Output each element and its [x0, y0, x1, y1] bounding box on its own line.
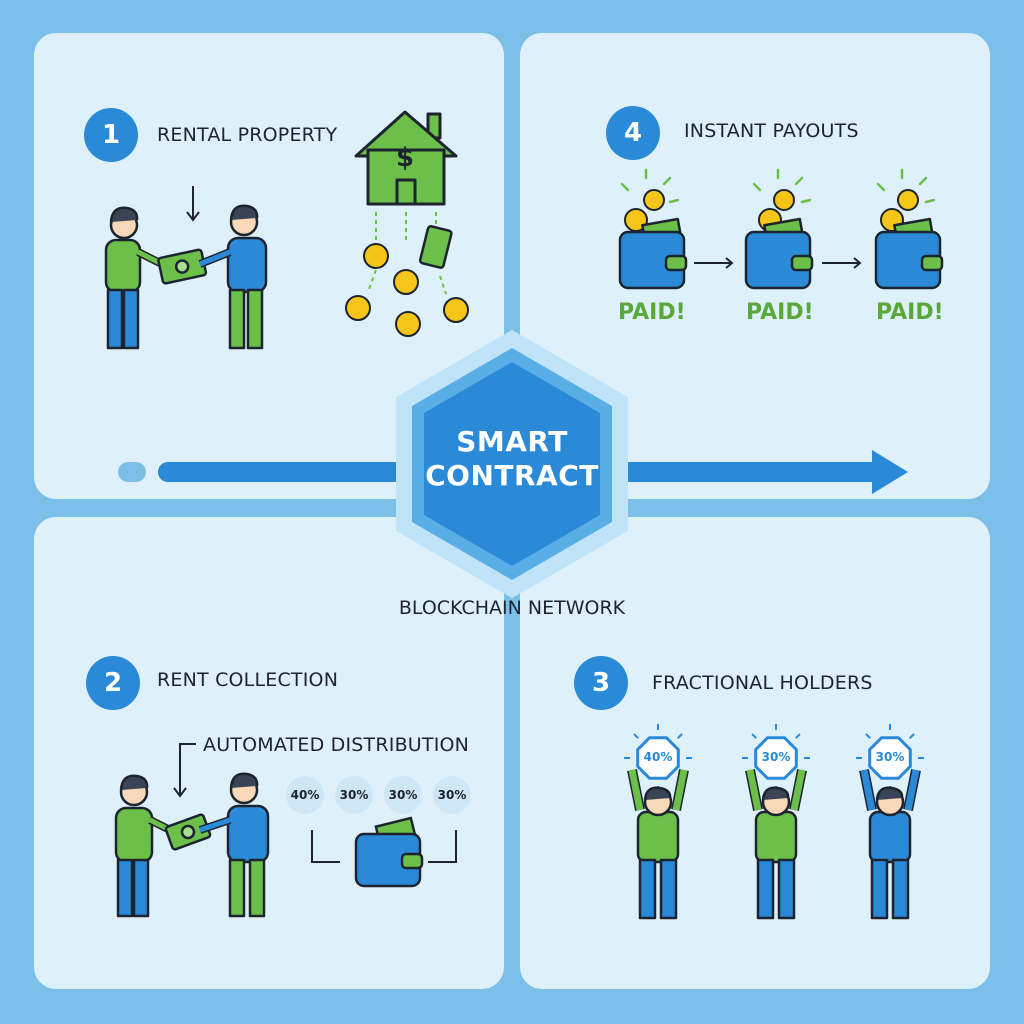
- coin-icon: [363, 243, 389, 269]
- blockchain-network-label: BLOCKCHAIN NETWORK: [398, 597, 626, 619]
- banknote-icon: [164, 813, 212, 851]
- dollar-sign-icon: $: [396, 143, 415, 173]
- wallet-icon: [354, 816, 424, 888]
- step-number-3: 3: [574, 656, 628, 710]
- coin-icon: [773, 189, 795, 211]
- coin-icon: [345, 295, 371, 321]
- automated-distribution-label: AUTOMATED DISTRIBUTION: [203, 734, 470, 756]
- house-icon: [354, 110, 458, 206]
- paid-label: PAID!: [618, 300, 686, 325]
- panel-rent-collection: [34, 517, 504, 989]
- coin-icon: [897, 189, 919, 211]
- step-label-instant-payouts: INSTANT PAYOUTS: [684, 120, 859, 142]
- coin-icon: [395, 311, 421, 337]
- paid-label: PAID!: [876, 300, 944, 325]
- down-arrow-icon: [186, 186, 200, 222]
- coin-icon: [643, 189, 665, 211]
- holder-person-icon: [742, 724, 810, 920]
- wallet-icon: [618, 217, 688, 290]
- coin-icon: [443, 297, 469, 323]
- person-icon: [198, 772, 270, 918]
- person-icon: [114, 774, 184, 918]
- hub-title-line-1: SMART: [456, 425, 568, 458]
- share-badge: 30%: [433, 776, 471, 814]
- hub-title-line-2: CONTRACT: [425, 459, 599, 492]
- holder-person-icon: [624, 724, 692, 920]
- wallet-icon: [874, 217, 944, 290]
- person-icon: [104, 206, 172, 350]
- arrow-right-icon: [694, 257, 862, 269]
- step-number-1: 1: [84, 108, 138, 162]
- step-number-2: 2: [86, 656, 140, 710]
- holder-person-icon: [856, 724, 924, 920]
- share-badge-icon: [636, 736, 680, 780]
- holder-share-label: 30%: [875, 750, 905, 764]
- holder-share-label: 40%: [643, 750, 673, 764]
- holder-share-label: 30%: [761, 750, 791, 764]
- step-number-4: 4: [606, 106, 660, 160]
- coin-icon: [393, 269, 419, 295]
- step-label-rent-collection: RENT COLLECTION: [157, 669, 339, 691]
- share-badge: 30%: [335, 776, 373, 814]
- share-badge: 40%: [286, 776, 324, 814]
- banknote-icon: [157, 248, 208, 285]
- smart-contract-label: SMART CONTRACT: [412, 425, 612, 493]
- person-icon: [198, 204, 268, 350]
- banknote-icon: [418, 225, 453, 269]
- wallet-icon: [744, 217, 814, 290]
- paid-label: PAID!: [746, 300, 814, 325]
- share-badge-icon: [754, 736, 798, 780]
- step-label-fractional-holders: FRACTIONAL HOLDERS: [652, 672, 873, 694]
- share-badge: 30%: [384, 776, 422, 814]
- step-label-rental-property: RENTAL PROPERTY: [157, 124, 338, 146]
- share-badge-icon: [868, 736, 912, 780]
